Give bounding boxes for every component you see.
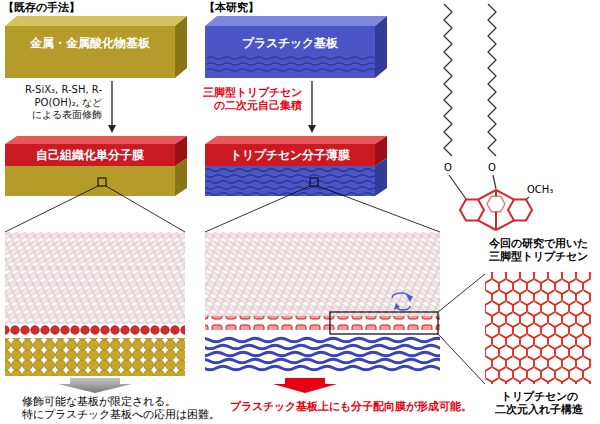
process-arrow <box>108 81 116 133</box>
detail-line <box>438 274 485 312</box>
head-groups <box>5 324 185 336</box>
gold-base <box>5 166 175 196</box>
block-front <box>205 26 375 78</box>
block-top <box>205 16 387 26</box>
bond <box>495 212 497 230</box>
section-heading: 【既存の手法】 <box>3 1 80 14</box>
structure-caption: トリプチセンの 二次元入れ子構造 <box>482 390 596 415</box>
bond <box>493 175 496 189</box>
zoom-square <box>310 178 318 186</box>
arrow-shaft <box>111 81 112 126</box>
bond <box>496 190 514 200</box>
metal-atoms <box>5 338 185 376</box>
bond <box>526 197 529 200</box>
bond <box>496 220 514 230</box>
atom-label: O <box>444 162 452 174</box>
nested-structure <box>485 272 591 384</box>
zoom-line <box>318 186 440 232</box>
bond <box>495 190 497 196</box>
result-arrow <box>58 378 132 393</box>
polymer-line <box>207 63 375 65</box>
polymer-line <box>205 181 375 184</box>
polymer-line <box>205 187 375 190</box>
polymer-line <box>205 359 440 363</box>
benzene-ring <box>508 200 532 221</box>
zoom-line <box>106 186 185 232</box>
block-label: 自己組織化単分子膜 <box>36 148 144 163</box>
benzene-ring <box>460 200 484 221</box>
edge-label: 三脚型トリプチセン の二次元自己集積 <box>194 86 302 112</box>
polymer-line <box>205 169 375 172</box>
film-block: 自己組織化単分子膜 <box>5 136 187 166</box>
polymer-line <box>205 345 440 349</box>
bond <box>478 190 496 200</box>
conclusion-note: 修飾可能な基板が限定される。 特にプラスチック基板への応用は困難。 <box>22 395 234 420</box>
alkyl-chain <box>444 4 452 156</box>
sam-view <box>5 232 185 376</box>
polymer-line <box>207 69 375 71</box>
zoom-square <box>98 178 106 186</box>
block-label: トリプチセン分子薄膜 <box>230 148 350 163</box>
conclusion-note: プラスチック基板上にも分子配向膜が形成可能。 <box>230 400 472 413</box>
atom-label: OCH₃ <box>527 184 553 196</box>
zoom-line <box>205 186 310 232</box>
alkyl-chains <box>5 232 185 324</box>
polymer-line <box>205 338 440 342</box>
triptycene-heads <box>205 316 440 330</box>
polymer-line <box>207 57 375 59</box>
triptycene-y <box>485 272 591 384</box>
alkyl-chain <box>488 4 496 156</box>
block-front <box>5 26 175 78</box>
triptycene-view <box>205 232 440 370</box>
block-top <box>5 136 187 144</box>
benzene-ring <box>487 196 505 212</box>
molecule-caption: 今回の研究で用いた 三脚型トリプチセン <box>478 237 598 262</box>
block-side <box>175 136 187 166</box>
block-top <box>205 136 387 144</box>
zoom-line <box>5 186 98 232</box>
detail-frame <box>330 312 438 334</box>
substrate-block: プラスチック基板 <box>205 16 387 78</box>
arrow-shaft <box>311 81 312 126</box>
alkyl-chains <box>205 232 440 316</box>
arrow-head <box>108 125 116 133</box>
triptycene-molecule <box>444 4 532 230</box>
polymer-line <box>205 352 440 356</box>
polymer-line <box>205 175 375 178</box>
detail-line <box>438 334 485 384</box>
motion-arrow-head <box>394 303 400 310</box>
block-front <box>5 144 175 166</box>
bond <box>449 175 466 199</box>
substrate-block: 金属・金属酸化物基板 <box>5 16 187 78</box>
block-side <box>375 136 387 166</box>
edge-label: R-SiX₃, R-SH, R-PO(OH)₂, など による表面修飾 <box>2 84 102 122</box>
block-label: プラスチック基板 <box>242 36 338 51</box>
arrow-head <box>308 125 316 133</box>
film-block: トリプチセン分子薄膜 <box>205 136 387 166</box>
polymer-line <box>205 366 440 370</box>
result-arrow <box>273 378 337 393</box>
polymer-chains <box>205 338 440 370</box>
block-front <box>205 144 375 166</box>
polymer-texture <box>205 169 375 196</box>
block-side <box>375 16 387 78</box>
motion-arrow-head <box>406 295 413 302</box>
process-arrow <box>308 81 316 133</box>
block-top <box>5 16 187 26</box>
block-label: 金属・金属酸化物基板 <box>30 36 150 51</box>
bond <box>478 220 496 230</box>
atom-label: O <box>488 162 496 174</box>
block-side <box>175 16 187 78</box>
section-heading: 【本研究】 <box>204 1 259 14</box>
